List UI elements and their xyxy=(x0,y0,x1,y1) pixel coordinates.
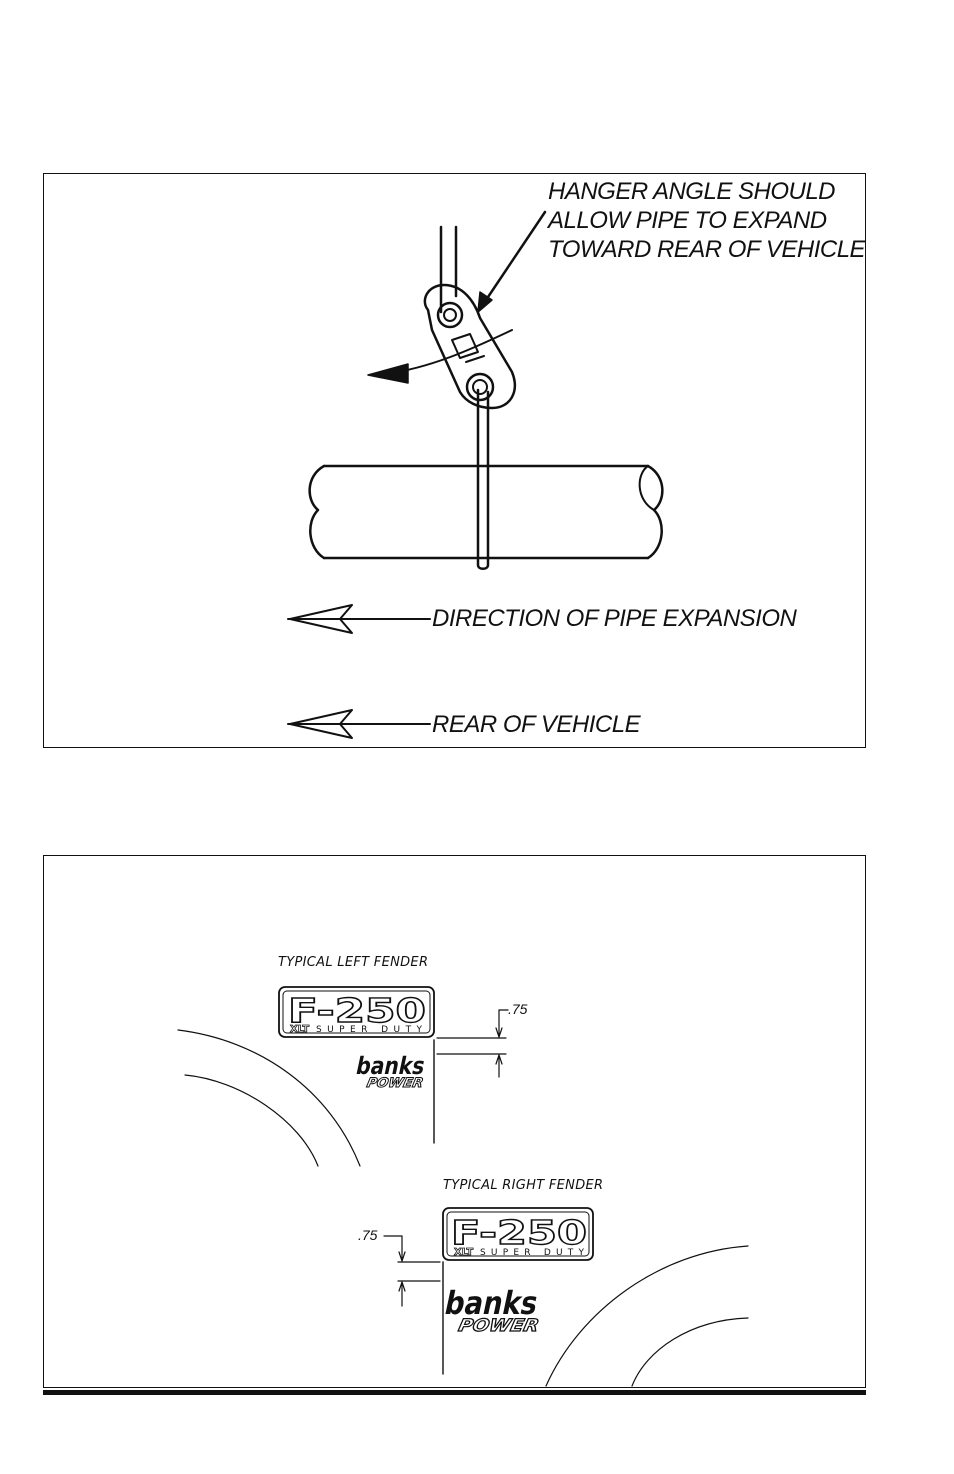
hanger-note-line-1: HANGER ANGLE SHOULD xyxy=(548,177,865,206)
hanger-note-line-2: ALLOW PIPE TO EXPAND xyxy=(548,206,865,235)
fender-decal-panel xyxy=(43,855,866,1388)
exhaust-pipe xyxy=(310,466,663,558)
rear-of-vehicle-label: REAR OF VEHICLE xyxy=(432,711,640,739)
pipe-expansion-label: DIRECTION OF PIPE EXPANSION xyxy=(432,605,796,633)
left-fender-title: TYPICAL LEFT FENDER xyxy=(278,955,428,970)
hanger-note-line-3: TOWARD REAR OF VEHICLE xyxy=(548,235,865,264)
page-bottom-rule xyxy=(43,1390,866,1395)
pipe-expansion-arrow xyxy=(288,605,430,633)
right-dimension-label: .75 xyxy=(358,1227,377,1243)
left-dimension-label: .75 xyxy=(508,1001,527,1017)
hanger-bracket xyxy=(425,285,515,408)
hanger-angle-note: HANGER ANGLE SHOULD ALLOW PIPE TO EXPAND… xyxy=(548,177,865,264)
pipe-hook-rod xyxy=(478,390,488,569)
hanger-rod xyxy=(441,227,456,312)
right-fender-title: TYPICAL RIGHT FENDER xyxy=(443,1178,603,1193)
callout-leader-arrow xyxy=(478,212,545,312)
rear-of-vehicle-arrow xyxy=(288,710,430,738)
